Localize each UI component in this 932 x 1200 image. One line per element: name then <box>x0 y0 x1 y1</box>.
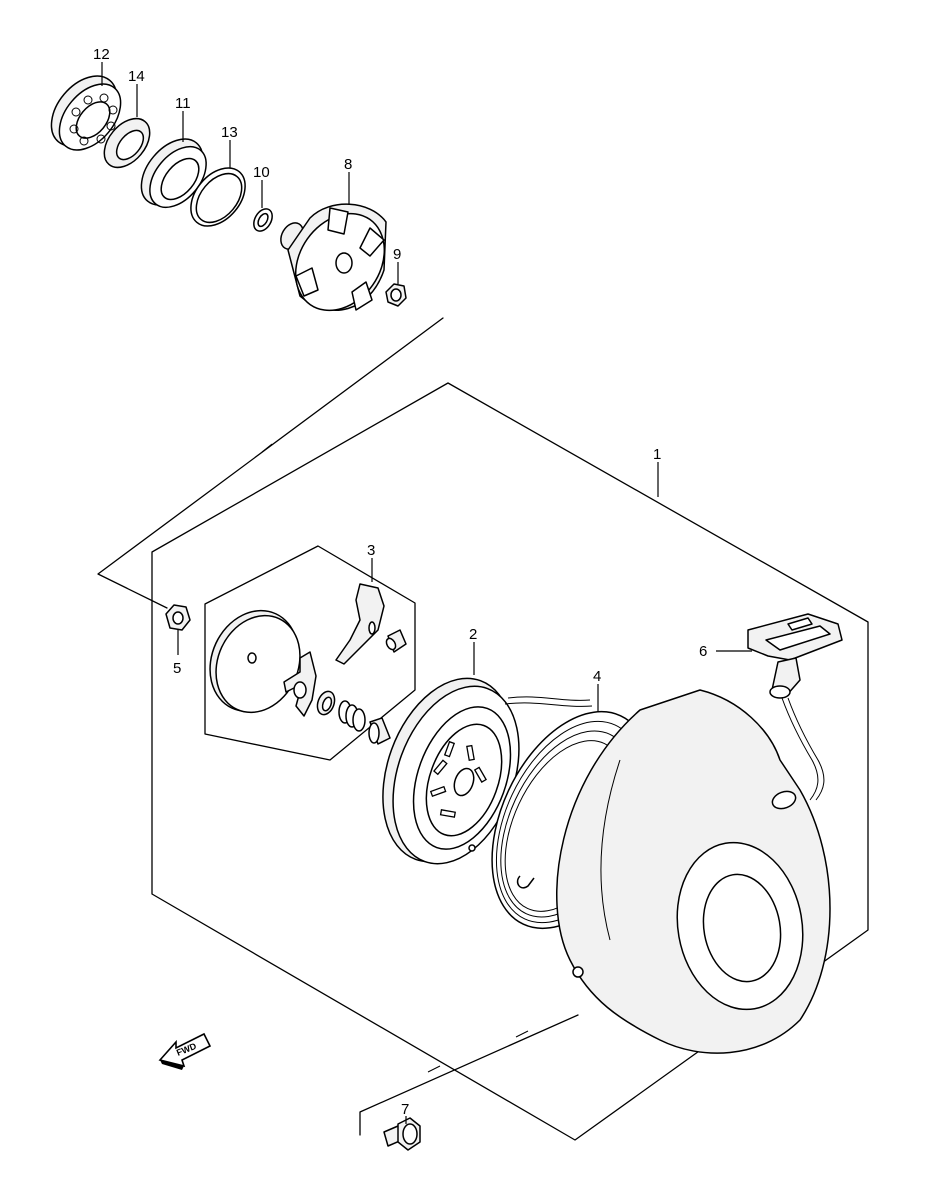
bolt-7 <box>383 1117 421 1151</box>
coil-spring <box>338 700 366 732</box>
washer-small <box>316 690 336 716</box>
o-ring-13 <box>190 167 246 227</box>
assembly-outline-1 <box>151 382 869 1141</box>
callout-7: 7 <box>401 1101 409 1118</box>
callout-1: 1 <box>653 446 661 463</box>
callout-9: 9 <box>393 246 401 263</box>
fwd-arrow-icon: FWD <box>158 1032 212 1070</box>
callout-2: 2 <box>469 626 477 643</box>
callout-13: 13 <box>221 124 238 141</box>
callout-11: 11 <box>175 95 191 112</box>
starter-handle-6 <box>747 613 843 801</box>
starter-case <box>556 689 831 1054</box>
drive-cup-8 <box>280 203 387 312</box>
callout-leaders <box>101 62 752 1124</box>
ratchet-arm <box>335 583 385 665</box>
callout-6: 6 <box>699 643 707 660</box>
nut-5 <box>165 604 191 631</box>
ratchet-pawl-guide <box>283 651 317 717</box>
callout-4: 4 <box>593 668 601 685</box>
washer-10 <box>253 208 273 232</box>
nut-9 <box>385 283 407 307</box>
washer-14 <box>103 117 151 169</box>
callout-numbers: 12 14 11 13 10 8 9 1 3 2 4 6 5 7 <box>93 46 707 1118</box>
callout-8: 8 <box>344 156 352 173</box>
ball-bearing-12 <box>50 75 122 151</box>
rope-reel-2 <box>382 677 593 865</box>
connection-lines <box>97 317 579 1136</box>
pin <box>385 629 407 653</box>
spacer-collar <box>368 717 391 745</box>
callout-3: 3 <box>367 542 375 559</box>
callout-5: 5 <box>173 660 181 677</box>
callout-12: 12 <box>93 46 110 63</box>
subgroup-outline-3 <box>204 545 416 761</box>
callout-10: 10 <box>253 164 270 181</box>
callout-14: 14 <box>128 68 145 85</box>
